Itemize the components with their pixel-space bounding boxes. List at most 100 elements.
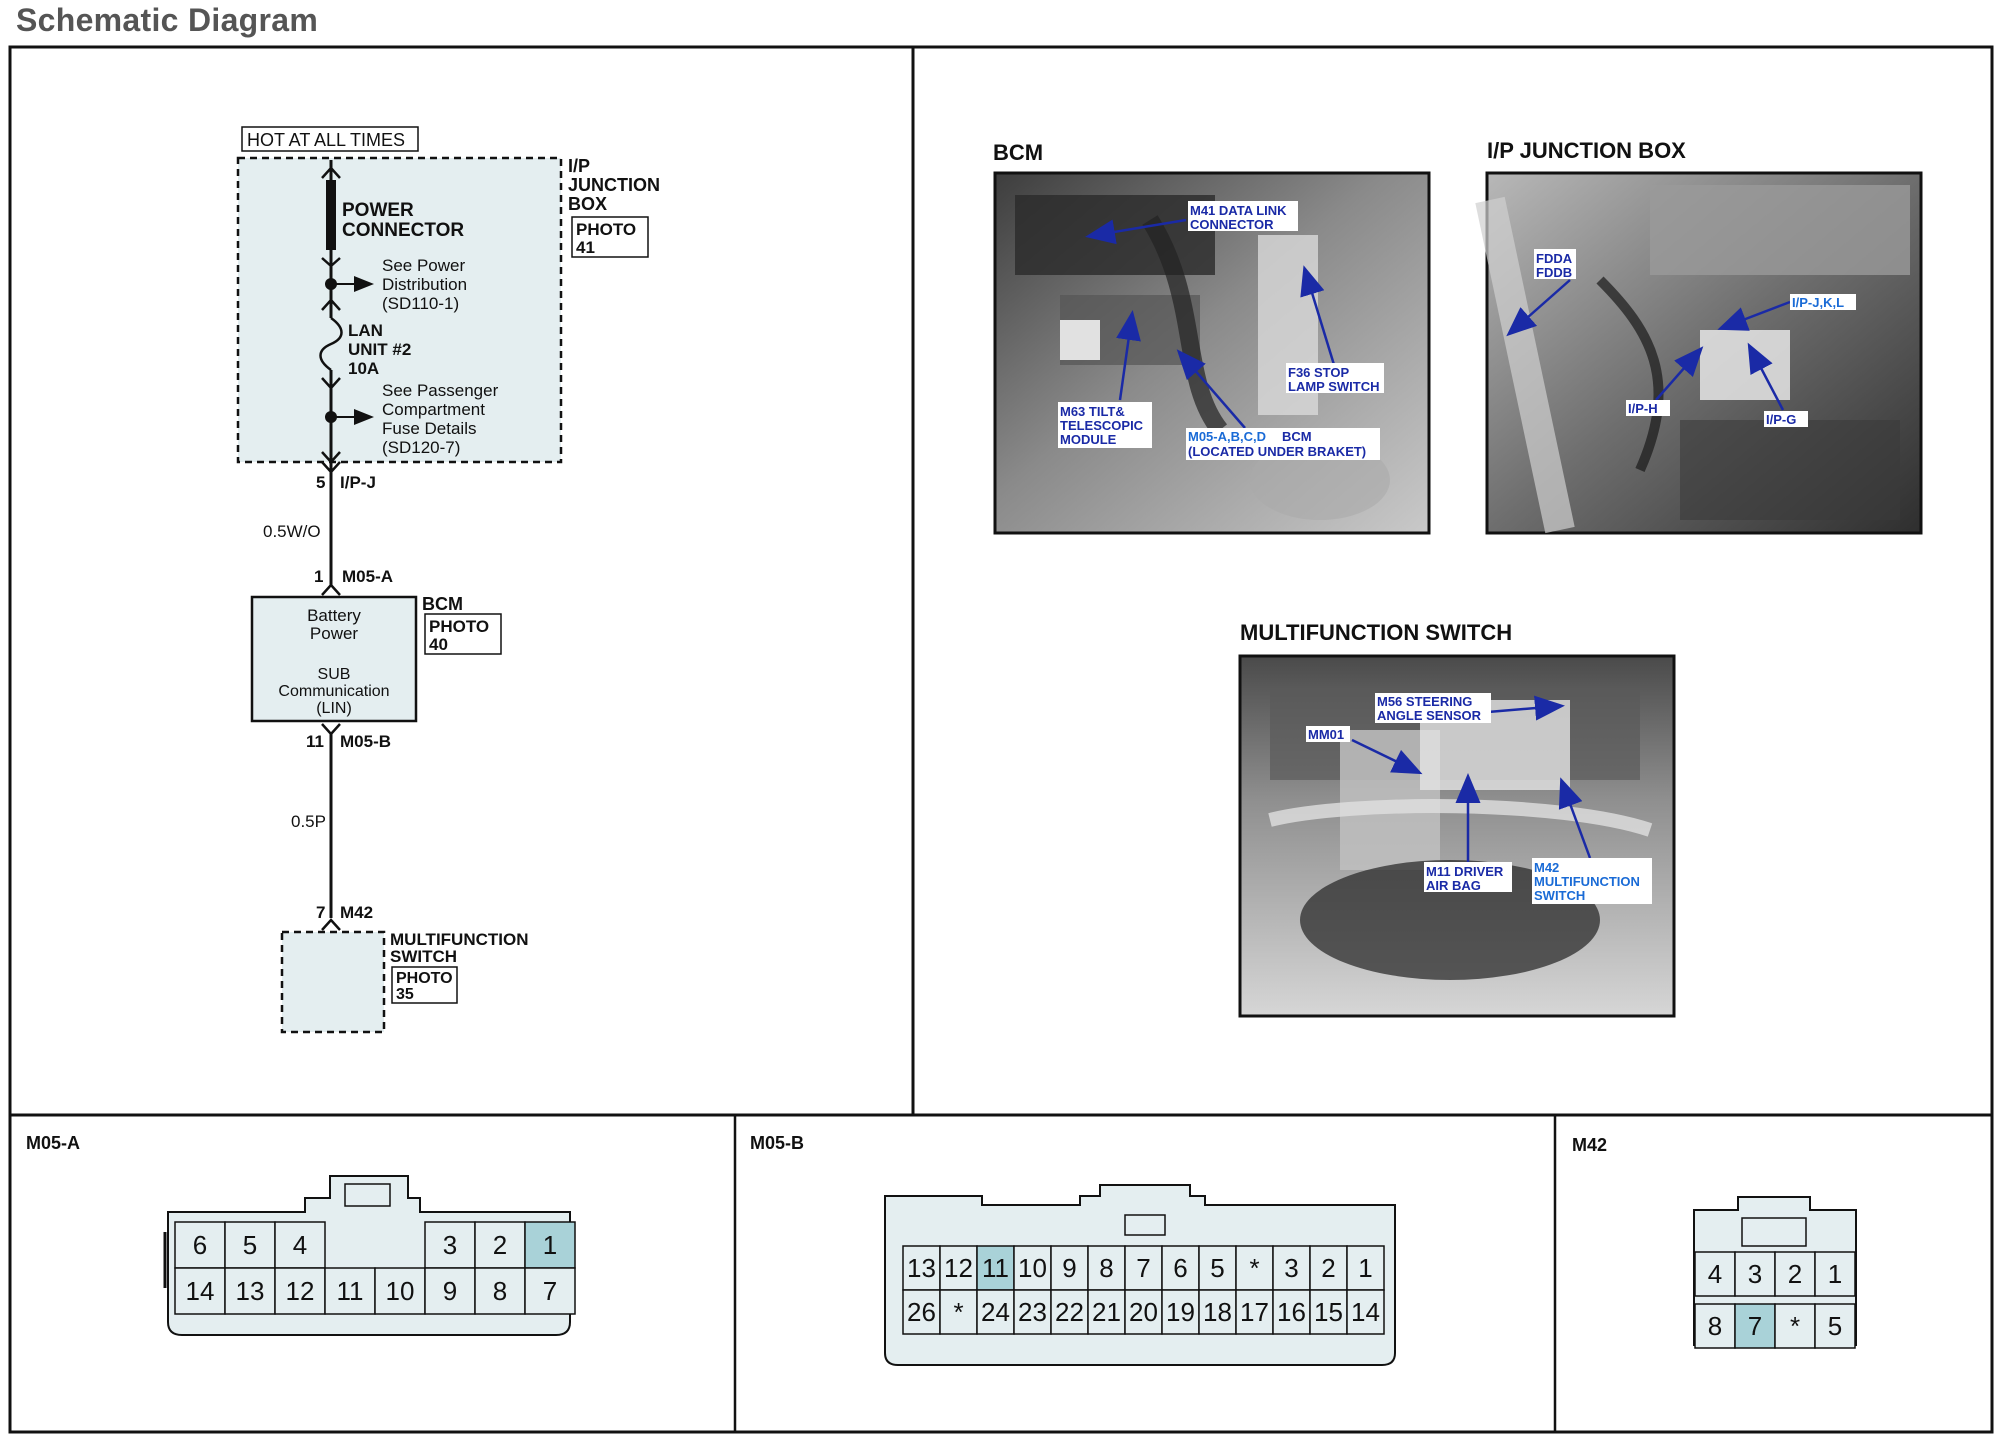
pin-m05a-2: 2	[474, 1221, 526, 1269]
pin-label: 10	[1018, 1253, 1047, 1283]
pin-label: *	[1790, 1311, 1800, 1341]
junction-box-photo-ref: PHOTO 41	[576, 220, 636, 257]
svg-text:Fuse Details: Fuse Details	[382, 419, 476, 438]
mfs-photo-title: MULTIFUNCTION SWITCH	[1240, 620, 1512, 645]
m42-multifunction-label: M42 MULTIFUNCTION SWITCH	[1534, 860, 1640, 903]
pin-m05b-blank: *	[939, 1289, 978, 1335]
pin-label: 5	[243, 1230, 257, 1260]
connector-m05a-name: M05-A	[26, 1133, 80, 1153]
pin-label: 17	[1240, 1297, 1269, 1327]
fdda-fddb-label: FDDA FDDB	[1536, 251, 1573, 280]
svg-text:See Power: See Power	[382, 256, 465, 275]
pin-label: 6	[193, 1230, 207, 1260]
schematic: HOT AT ALL TIMES I/P JUNCTION BOX PHOTO …	[236, 126, 660, 1034]
svg-text:JUNCTION: JUNCTION	[568, 175, 660, 195]
pin-m05b-1: 1	[1346, 1245, 1385, 1291]
pin-m05b-7: 7	[1124, 1245, 1163, 1291]
pin-m05a-13: 13	[224, 1267, 276, 1315]
pin-label: 21	[1092, 1297, 1121, 1327]
svg-text:M63 TILT&: M63 TILT&	[1060, 404, 1125, 419]
hot-at-all-times-label: HOT AT ALL TIMES	[247, 130, 405, 150]
svg-text:F36 STOP: F36 STOP	[1288, 365, 1350, 380]
wire-color-w-o: 0.5W/O	[263, 522, 321, 541]
svg-text:(SD110-1): (SD110-1)	[382, 294, 459, 313]
svg-text:41: 41	[576, 238, 595, 257]
svg-text:SUB: SUB	[318, 666, 351, 683]
bcm-photo-title: BCM	[993, 140, 1043, 165]
bcm-battery-power: Battery Power	[307, 606, 361, 643]
svg-text:CONNECTOR: CONNECTOR	[342, 220, 464, 241]
m11-driver-airbag-label: M11 DRIVER AIR BAG	[1426, 864, 1504, 893]
svg-text:MULTIFUNCTION: MULTIFUNCTION	[1534, 874, 1640, 889]
pin-m05b-2: 2	[1309, 1245, 1348, 1291]
pin-label: 3	[443, 1230, 457, 1260]
pin-label: *	[1249, 1253, 1259, 1283]
multifunction-switch-photo-ref: PHOTO 35	[396, 970, 453, 1003]
pin-label: 4	[1708, 1259, 1722, 1289]
pin-m42-4: 4	[1694, 1251, 1736, 1297]
m42-pin: 7	[316, 903, 325, 922]
pin-m42-2: 2	[1774, 1251, 1816, 1297]
pin-label: 2	[1788, 1259, 1802, 1289]
pin-m05b-6: 6	[1161, 1245, 1200, 1291]
svg-text:SWITCH: SWITCH	[390, 947, 457, 966]
svg-text:LAN: LAN	[348, 321, 383, 340]
bcm-sub-communication: SUB Communication (LIN)	[278, 666, 389, 717]
svg-text:Compartment: Compartment	[382, 400, 485, 419]
m05-bcm-label: M05-A,B,C,D BCM (LOCATED UNDER BRAKET)	[1188, 429, 1366, 459]
pin-m42-8: 8	[1694, 1303, 1736, 1349]
pin-m05a-11: 11	[324, 1267, 376, 1315]
pin-m05a-10: 10	[374, 1267, 426, 1315]
svg-text:35: 35	[396, 986, 414, 1003]
m05a-pin: 1	[314, 567, 323, 586]
pin-m05a-14: 14	[174, 1267, 226, 1315]
pin-m05b-23: 23	[1013, 1289, 1052, 1335]
fuse-label: LAN UNIT #2 10A	[348, 321, 411, 378]
pin-label: 15	[1314, 1297, 1343, 1327]
pin-label: 16	[1277, 1297, 1306, 1327]
svg-text:AIR BAG: AIR BAG	[1426, 878, 1481, 893]
svg-text:PHOTO: PHOTO	[429, 617, 489, 636]
svg-text:FDDB: FDDB	[1536, 265, 1572, 280]
svg-text:See Passenger: See Passenger	[382, 381, 499, 400]
svg-text:BCM: BCM	[1282, 429, 1312, 444]
page-title: Schematic Diagram	[16, 2, 319, 38]
ipjkl-label: I/P-J,K,L	[1792, 295, 1844, 310]
wire-color-p: 0.5P	[291, 812, 326, 831]
pin-m05a-3: 3	[424, 1221, 476, 1269]
pin-m05a-9: 9	[424, 1267, 476, 1315]
svg-text:M11 DRIVER: M11 DRIVER	[1426, 864, 1504, 879]
pin-m05b-16: 16	[1272, 1289, 1311, 1335]
m56-steering-angle-label: M56 STEERING ANGLE SENSOR	[1377, 694, 1482, 723]
pin-label: 24	[981, 1297, 1010, 1327]
pin-m05b-9: 9	[1050, 1245, 1089, 1291]
pin-label: 3	[1748, 1259, 1762, 1289]
power-connector-label: POWER CONNECTOR	[342, 200, 464, 241]
pin-label: 7	[1748, 1311, 1762, 1341]
iph-label: I/P-H	[1628, 401, 1658, 416]
ipj-connector-label: I/P-J	[340, 473, 376, 492]
pin-m05a-12: 12	[274, 1267, 326, 1315]
pin-label: 2	[493, 1230, 507, 1260]
svg-text:PHOTO: PHOTO	[396, 970, 453, 987]
pin-m42-5: 5	[1814, 1303, 1856, 1349]
bcm-name: BCM	[422, 594, 463, 614]
pin-label: 3	[1284, 1253, 1298, 1283]
svg-text:TELESCOPIC: TELESCOPIC	[1060, 418, 1144, 433]
pin-label: 8	[1708, 1311, 1722, 1341]
pin-label: 9	[1062, 1253, 1076, 1283]
pin-label: *	[953, 1297, 963, 1327]
svg-text:SWITCH: SWITCH	[1534, 888, 1585, 903]
pin-m05b-14: 14	[1346, 1289, 1385, 1335]
pin-m05a-6: 6	[174, 1221, 226, 1269]
pin-label: 7	[543, 1276, 557, 1306]
pin-label: 5	[1210, 1253, 1224, 1283]
bcm-box	[250, 595, 418, 723]
see-power-distribution-note: See Power Distribution (SD110-1)	[382, 256, 467, 313]
pin-m05b-21: 21	[1087, 1289, 1126, 1335]
pin-m05b-24: 24	[976, 1289, 1015, 1335]
